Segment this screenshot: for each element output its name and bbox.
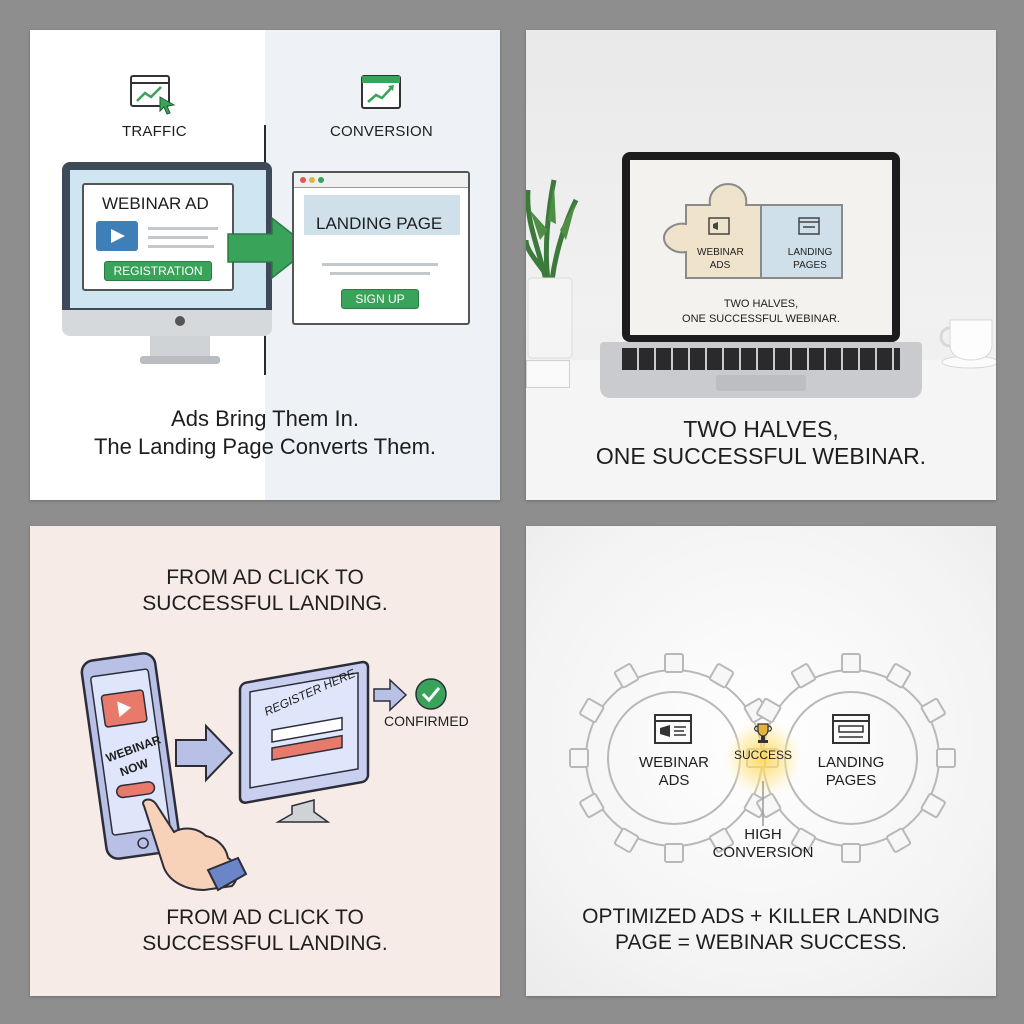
right-arrow-icon — [227, 216, 312, 280]
high-conversion-line-1: HIGH — [744, 826, 782, 843]
browser-chart-up-icon — [361, 75, 401, 109]
gear-tooth — [569, 748, 589, 768]
left-gear-label-2: ADS — [658, 772, 690, 789]
caption-line-2: PAGE = WEBINAR SUCCESS. — [615, 931, 907, 954]
keyboard — [622, 348, 900, 370]
gear-tooth — [841, 653, 861, 673]
success-label: SUCCESS — [733, 748, 792, 762]
window-dot-red — [300, 177, 306, 183]
text-line — [330, 272, 430, 275]
megaphone-icon — [708, 217, 730, 235]
monitor-base — [140, 356, 220, 364]
browser-icon — [798, 217, 820, 235]
gear-tooth — [936, 748, 956, 768]
window-dot-yellow — [309, 177, 315, 183]
plant-icon — [526, 179, 579, 359]
landing-page-title: LANDING PAGE — [316, 214, 443, 233]
pointing-hand-icon — [142, 798, 248, 892]
sign-up-button[interactable]: SIGN UP — [341, 289, 419, 309]
caption-line-2: ONE SUCCESSFUL WEBINAR. — [595, 443, 927, 469]
puzzle-right-label-2: PAGES — [793, 260, 827, 271]
puzzle-pieces — [662, 182, 843, 279]
monitor-chin — [62, 310, 272, 336]
text-line — [148, 245, 214, 248]
play-icon — [111, 229, 125, 243]
panel-ad-click-to-landing: FROM AD CLICK TO SUCCESSFUL LANDING. WEB… — [30, 526, 500, 996]
check-circle-icon — [415, 678, 447, 710]
heading-line-1: FROM AD CLICK TO — [166, 566, 364, 589]
right-gear-label-1: LANDING — [817, 754, 885, 771]
gear-tooth — [613, 663, 640, 689]
gear-tooth — [708, 827, 735, 853]
small-arrow-icon — [373, 678, 408, 712]
monitor-stand — [150, 336, 210, 356]
left-gear-label-1: WEBINAR — [638, 754, 709, 771]
coffee-cup-icon — [939, 319, 996, 369]
caption-line-1: TWO HALVES, — [683, 416, 839, 442]
gear-tooth — [664, 843, 684, 863]
caption-line-2: The Landing Page Converts Them. — [93, 434, 437, 459]
webinar-ad-title: WEBINAR AD — [102, 194, 209, 213]
gear-tooth — [613, 827, 640, 853]
puzzle-right-label-1: LANDING — [787, 247, 833, 258]
landing-hero — [304, 195, 460, 235]
caption-line-2: SUCCESSFUL LANDING. — [142, 932, 388, 955]
right-gear-label-2: PAGES — [825, 772, 877, 789]
gear-tooth — [664, 653, 684, 673]
notebook — [526, 360, 570, 388]
panel-gears-success: WEBINAR ADS SUCCESS LANDING PAGES HIGH C… — [526, 526, 996, 996]
window-dot-green — [318, 177, 324, 183]
text-line — [322, 263, 438, 266]
screen-text-line-2: ONE SUCCESSFUL WEBINAR. — [682, 313, 840, 325]
gear-tooth — [579, 697, 605, 724]
text-line — [148, 227, 218, 230]
gear-tooth — [790, 827, 817, 853]
puzzle-left-label: WEBINAR ADS — [697, 247, 744, 271]
screen-text-line-1: TWO HALVES, — [723, 298, 799, 310]
caption-line-1: FROM AD CLICK TO — [166, 906, 364, 929]
power-dot — [175, 316, 185, 326]
caption-line-1: OPTIMIZED ADS + KILLER LANDING — [582, 905, 940, 928]
gears-diagram — [569, 653, 956, 863]
megaphone-icon — [654, 714, 692, 744]
trackpad — [716, 375, 806, 391]
text-line — [148, 236, 208, 239]
right-arrow-icon — [175, 723, 234, 783]
window-titlebar — [294, 173, 468, 188]
confirmed-label: CONFIRMED — [384, 713, 469, 729]
traffic-label: TRAFFIC — [122, 123, 187, 140]
panel-ads-to-landing: TRAFFIC CONVERSION WEBINAR AD REGISTRATI… — [30, 30, 500, 500]
heading-line-2: SUCCESSFUL LANDING. — [142, 592, 388, 615]
gear-tooth — [841, 843, 861, 863]
trophy-icon — [754, 723, 772, 743]
high-conversion-line-2: CONVERSION — [712, 844, 814, 861]
registration-button[interactable]: REGISTRATION — [104, 261, 212, 281]
conversion-label: CONVERSION — [330, 123, 433, 140]
gear-tooth — [708, 663, 735, 689]
desktop-monitor — [238, 660, 370, 823]
gear-tooth — [920, 697, 946, 724]
gear-tooth — [920, 792, 946, 819]
browser-icon — [832, 714, 870, 744]
gear-tooth — [790, 663, 817, 689]
gear-tooth — [885, 663, 912, 689]
caption-line-1: Ads Bring Them In. — [171, 406, 359, 431]
browser-chart-cursor-icon — [130, 75, 176, 115]
panel-two-halves: WEBINAR ADS LANDING PAGES TWO HALVES, ON… — [526, 30, 996, 500]
gear-tooth — [579, 792, 605, 819]
gear-tooth — [885, 827, 912, 853]
